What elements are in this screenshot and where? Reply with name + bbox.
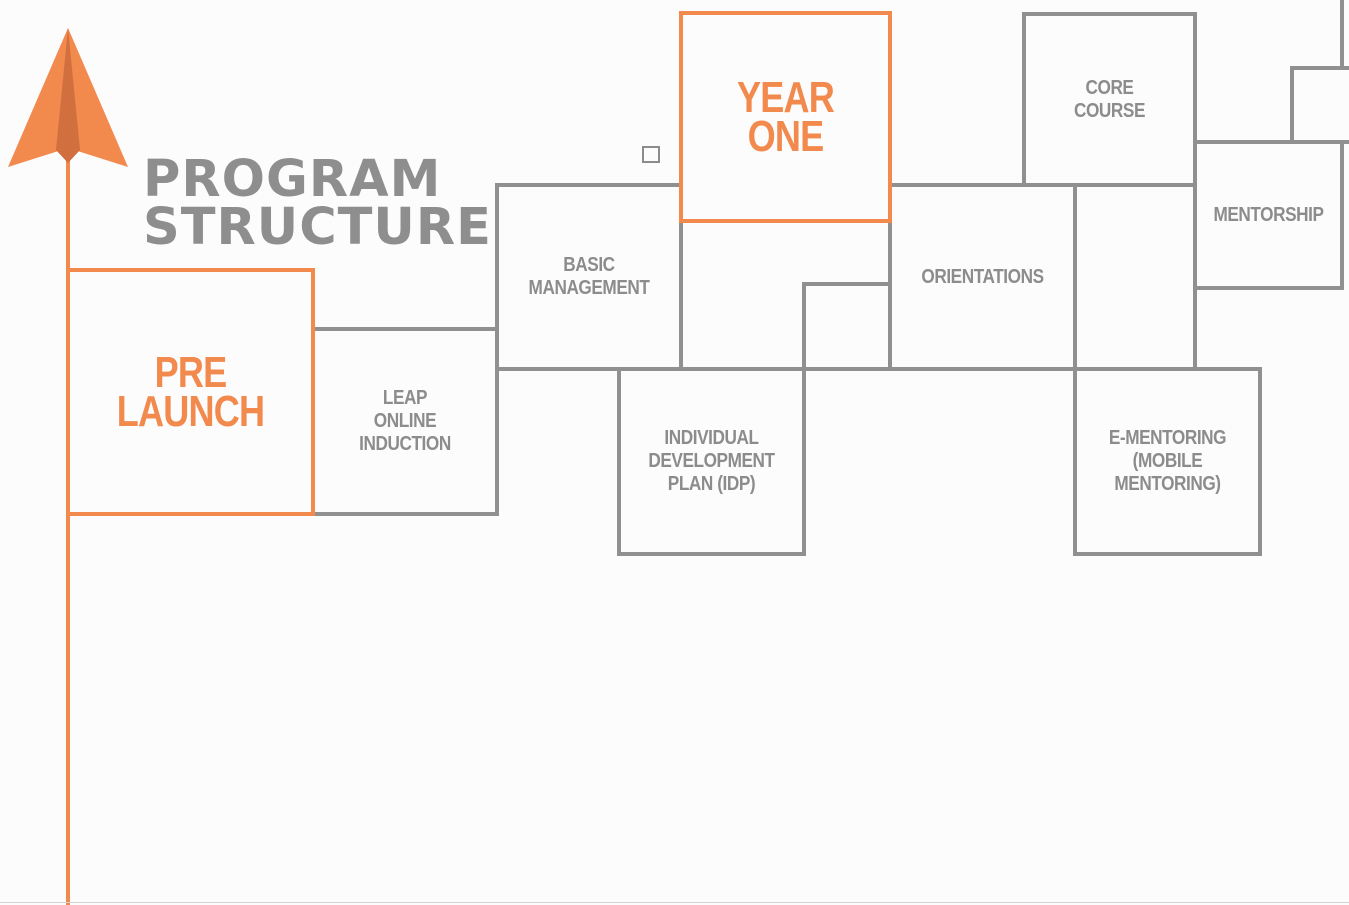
top-right-box [1290,66,1349,144]
year-one-lower-box [679,219,892,371]
title-line-2: STRUCTURE [143,198,492,257]
connector-box [1073,183,1197,371]
year-one-box [679,11,892,223]
pre-launch-label: PRE LAUNCH [116,348,265,436]
idp-label: INDIVIDUAL DEVELOPMENT PLAN (IDP) [648,427,775,495]
mentorship-box [1193,140,1344,290]
core-course-label: CORE COURSE [1073,76,1146,122]
mentorship-label: MENTORSHIP [1213,203,1324,226]
small-square-marker [642,146,660,163]
page-title: PROGRAM STRUCTURE [143,150,492,257]
orientations-label: ORIENTATIONS [921,265,1044,288]
e-mentoring-label: E-MENTORING (MOBILE MENTORING) [1108,427,1227,495]
basic-management-label: BASIC MANAGEMENT [528,254,650,299]
title-line-1: PROGRAM [143,150,442,209]
pre-launch-box [66,268,315,516]
e-mentoring-box [1073,367,1262,556]
idp-box [617,367,806,556]
leap-online-induction-label: LEAP ONLINE INDUCTION [359,387,451,455]
small-inner-box [802,282,892,371]
bottom-divider [0,902,1349,903]
timeline-arrow-icon [8,28,128,167]
year-one-label: YEAR ONE [737,73,835,161]
